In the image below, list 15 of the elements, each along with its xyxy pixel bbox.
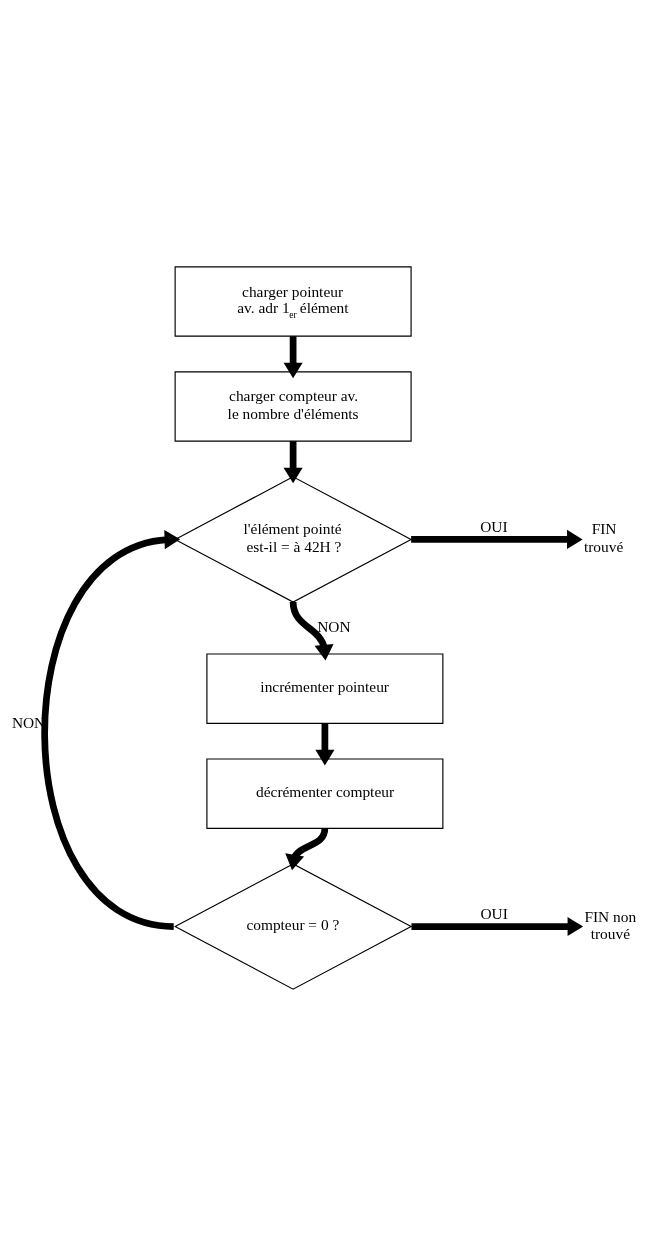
arrow	[285, 827, 329, 871]
node-diamond: compteur = 0 ?	[173, 863, 413, 990]
arrow	[411, 916, 584, 937]
edge-label: NON	[317, 617, 351, 635]
node-box: charger compteur av. le nombre d'éléments	[174, 371, 412, 442]
arrow	[289, 601, 334, 661]
node-box: charger pointeur av. adr 1$_{er}$ élément	[174, 266, 412, 337]
arrow	[41, 530, 181, 930]
node-box: décrémenter compteur	[206, 758, 444, 829]
node-box: incrémenter pointeur	[206, 653, 444, 724]
node-text: FIN trouvé	[583, 520, 624, 555]
node-text: FIN non trouvé	[584, 907, 637, 942]
edge-label: OUI	[480, 904, 508, 922]
arrow	[315, 723, 335, 766]
edge-label: OUI	[480, 517, 508, 535]
